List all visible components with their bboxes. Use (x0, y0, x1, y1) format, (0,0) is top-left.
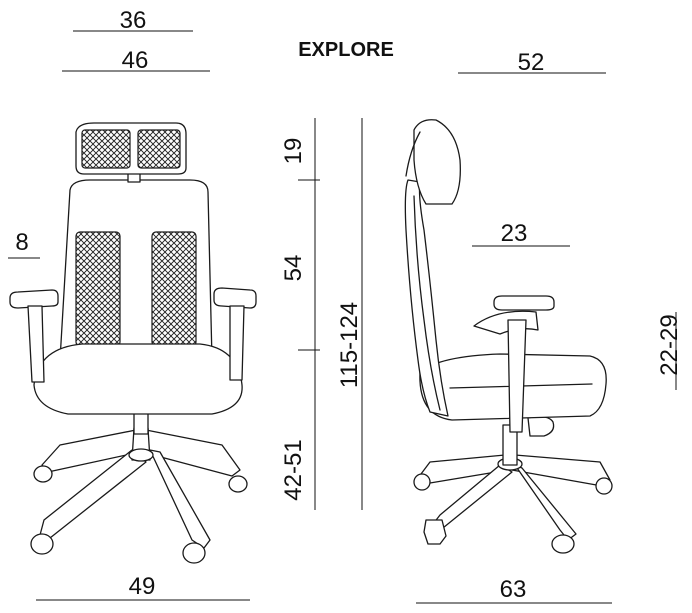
product-title: EXPLORE (298, 39, 394, 61)
dim-headrest-width: 36 (120, 7, 147, 34)
side-base (417, 454, 611, 541)
side-backrest-inner (413, 195, 441, 411)
side-tilt-knob (527, 416, 555, 437)
side-armrest-arm (473, 310, 539, 335)
dim-overall-width: 49 (129, 573, 156, 600)
side-armrest-pad (493, 295, 555, 311)
front-armrest-left-pad (9, 289, 59, 309)
front-headrest-mesh-left (81, 129, 131, 169)
side-headrest (413, 119, 461, 205)
front-casters (30, 465, 248, 564)
dim-total-height: 115-124 (336, 302, 363, 388)
side-headrest-post (405, 131, 421, 177)
chair-side-view (404, 119, 613, 554)
dim-armrest-width: 8 (15, 229, 28, 256)
front-armrest-right-pad (213, 287, 257, 309)
front-armrest-right-post (229, 305, 245, 381)
dim-headrest-height: 19 (280, 138, 307, 165)
front-armrest-left-post (27, 305, 45, 383)
dim-overall-depth-top: 52 (518, 49, 545, 76)
dim-overall-depth: 63 (500, 576, 527, 603)
side-armrest-post (507, 319, 527, 433)
front-mesh-right (151, 231, 197, 347)
chair-front-view (9, 122, 257, 564)
side-backrest-outer (404, 179, 449, 417)
dim-backrest-width: 46 (122, 47, 149, 74)
front-base (39, 427, 241, 549)
front-mesh-left (75, 231, 121, 347)
dim-seat-height: 42-51 (280, 439, 307, 500)
dim-armrest-height: 22-29 (656, 314, 683, 375)
side-casters (413, 473, 613, 554)
front-seat (33, 343, 243, 415)
dim-backrest-height: 54 (280, 255, 307, 282)
front-headrest-mesh-right (137, 129, 181, 169)
dim-seat-depth: 23 (501, 220, 528, 247)
